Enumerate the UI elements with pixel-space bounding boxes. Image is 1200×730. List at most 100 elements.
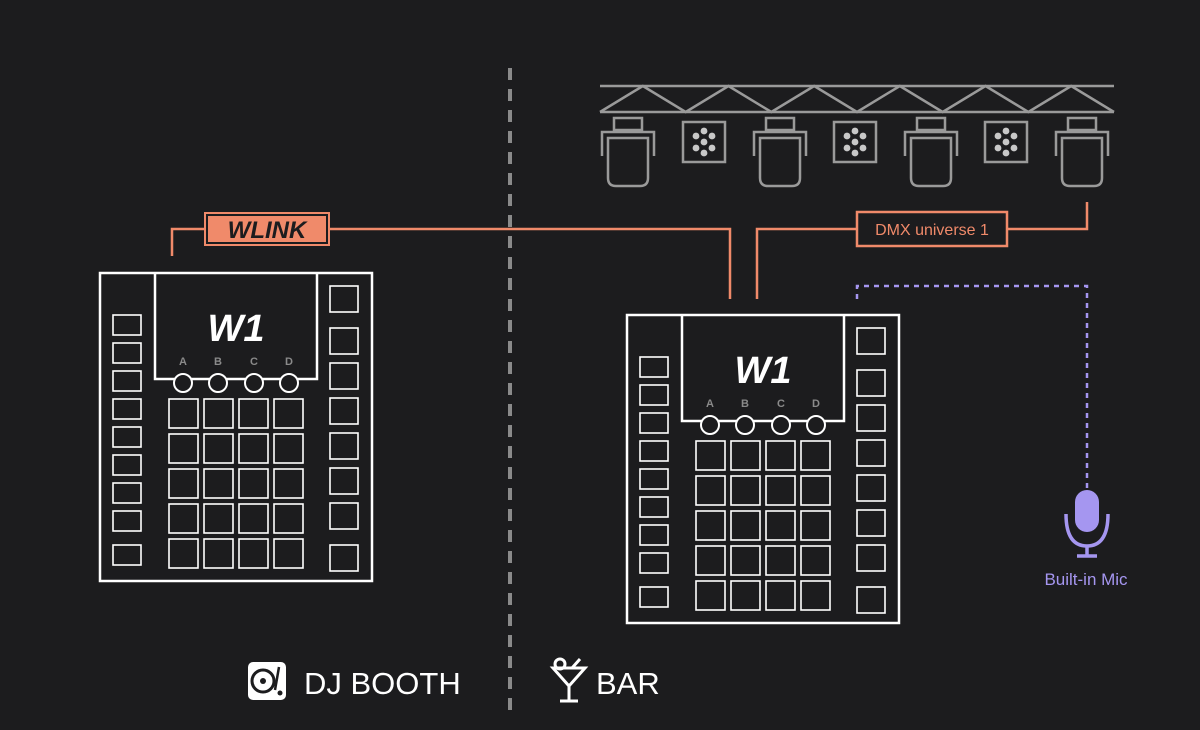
right-button[interactable] <box>856 474 886 502</box>
pad[interactable] <box>800 475 831 506</box>
par-light-icon <box>983 120 1029 164</box>
pad[interactable] <box>695 440 726 471</box>
right-button[interactable] <box>856 509 886 537</box>
pad[interactable] <box>238 433 269 464</box>
left-button[interactable] <box>639 356 669 378</box>
microphone-icon <box>1064 490 1110 558</box>
left-button[interactable] <box>112 544 142 566</box>
pad[interactable] <box>203 538 234 569</box>
right-button[interactable] <box>329 502 359 530</box>
right-button[interactable] <box>856 586 886 614</box>
pad[interactable] <box>730 440 761 471</box>
pad[interactable] <box>765 475 796 506</box>
knob[interactable] <box>279 373 299 393</box>
right-button[interactable] <box>329 544 359 572</box>
pad[interactable] <box>765 545 796 576</box>
right-button[interactable] <box>856 544 886 572</box>
pad[interactable] <box>203 398 234 429</box>
right-button[interactable] <box>329 362 359 390</box>
pad[interactable] <box>273 468 304 499</box>
pad[interactable] <box>203 433 234 464</box>
wlink-badge: WLINK <box>204 212 330 246</box>
knob-label: D <box>285 356 293 368</box>
pad[interactable] <box>273 503 304 534</box>
pad[interactable] <box>730 580 761 611</box>
left-button[interactable] <box>112 314 142 336</box>
right-button[interactable] <box>856 369 886 397</box>
knob[interactable] <box>208 373 228 393</box>
pad[interactable] <box>238 398 269 429</box>
right-button[interactable] <box>856 439 886 467</box>
right-button[interactable] <box>856 404 886 432</box>
pad[interactable] <box>800 440 831 471</box>
pad[interactable] <box>273 538 304 569</box>
left-button[interactable] <box>639 468 669 490</box>
left-button[interactable] <box>639 440 669 462</box>
cocktail-icon <box>549 657 589 703</box>
moving-head-light-icon <box>903 116 959 188</box>
pad[interactable] <box>168 468 199 499</box>
pad[interactable] <box>800 580 831 611</box>
pad[interactable] <box>203 468 234 499</box>
left-button[interactable] <box>112 482 142 504</box>
pad[interactable] <box>695 580 726 611</box>
pad[interactable] <box>765 580 796 611</box>
left-button[interactable] <box>639 384 669 406</box>
pad[interactable] <box>168 538 199 569</box>
pad[interactable] <box>800 510 831 541</box>
pad[interactable] <box>730 475 761 506</box>
pad[interactable] <box>695 545 726 576</box>
left-button[interactable] <box>112 342 142 364</box>
par-light-icon <box>832 120 878 164</box>
moving-head-light-icon <box>752 116 808 188</box>
pad[interactable] <box>765 440 796 471</box>
controller-logo: W1 <box>735 350 792 392</box>
left-button[interactable] <box>639 552 669 574</box>
right-button[interactable] <box>329 467 359 495</box>
right-button[interactable] <box>329 432 359 460</box>
knob[interactable] <box>244 373 264 393</box>
knob-label: A <box>706 398 714 410</box>
right-button[interactable] <box>329 397 359 425</box>
knob[interactable] <box>735 415 755 435</box>
zone-label-booth: DJ BOOTH <box>304 666 461 701</box>
pad[interactable] <box>695 510 726 541</box>
knob[interactable] <box>173 373 193 393</box>
pad[interactable] <box>273 398 304 429</box>
knob[interactable] <box>806 415 826 435</box>
pad[interactable] <box>168 503 199 534</box>
pad[interactable] <box>273 433 304 464</box>
right-button[interactable] <box>329 285 359 313</box>
controller-screen: W1 <box>153 273 319 381</box>
pad[interactable] <box>730 545 761 576</box>
pad[interactable] <box>168 398 199 429</box>
right-button[interactable] <box>856 327 886 355</box>
left-button[interactable] <box>112 510 142 532</box>
pad[interactable] <box>168 433 199 464</box>
left-button[interactable] <box>112 454 142 476</box>
moving-head-light-icon <box>1054 116 1110 188</box>
pad[interactable] <box>238 503 269 534</box>
knob-label: B <box>741 398 749 410</box>
left-button[interactable] <box>639 586 669 608</box>
pad[interactable] <box>730 510 761 541</box>
turntable-icon <box>248 662 286 700</box>
left-button[interactable] <box>639 412 669 434</box>
pad[interactable] <box>238 468 269 499</box>
pad[interactable] <box>695 475 726 506</box>
knob-label: C <box>777 398 785 410</box>
knob[interactable] <box>771 415 791 435</box>
left-button[interactable] <box>112 426 142 448</box>
left-button[interactable] <box>639 524 669 546</box>
right-button[interactable] <box>329 327 359 355</box>
left-button[interactable] <box>639 496 669 518</box>
pad[interactable] <box>800 545 831 576</box>
pad[interactable] <box>765 510 796 541</box>
pad[interactable] <box>238 538 269 569</box>
pad[interactable] <box>203 503 234 534</box>
left-button[interactable] <box>112 370 142 392</box>
knob[interactable] <box>700 415 720 435</box>
left-button[interactable] <box>112 398 142 420</box>
